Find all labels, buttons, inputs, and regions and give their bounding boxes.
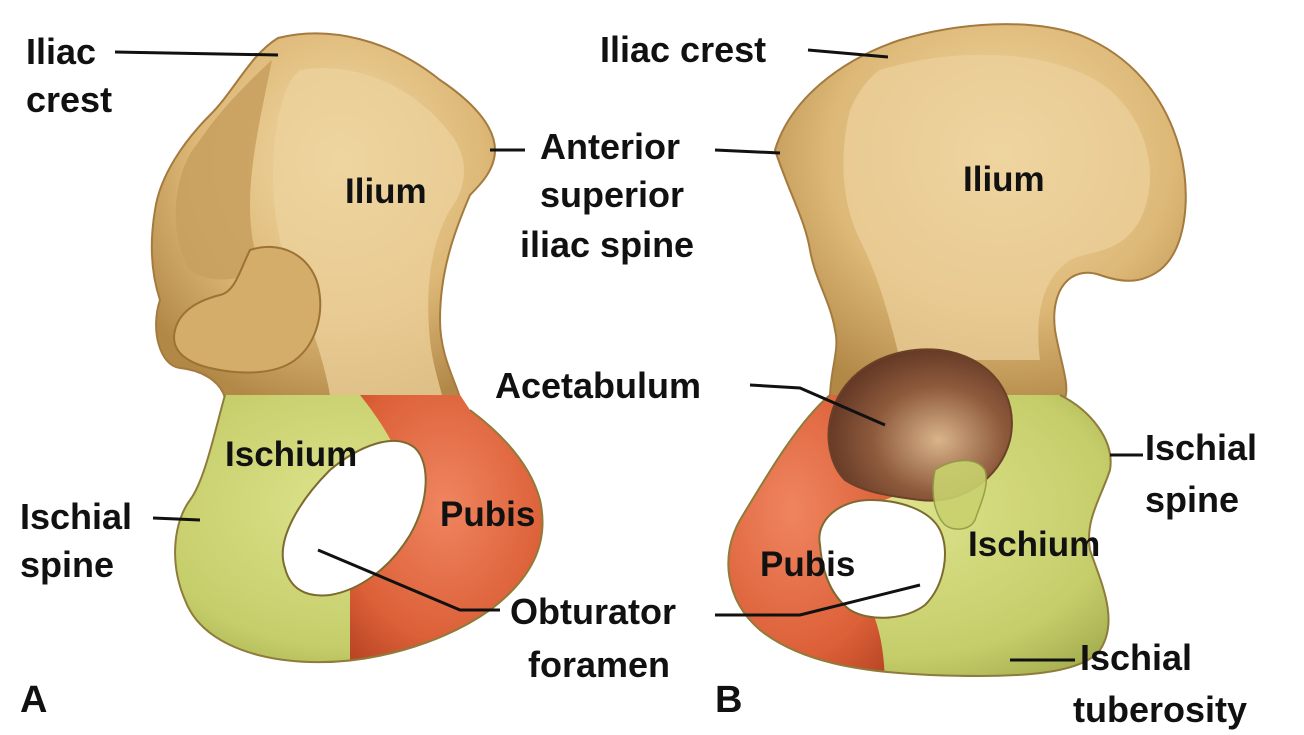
leader-a-ischial-spine [153, 518, 200, 520]
label-a-pubis: Pubis [440, 495, 535, 535]
label-obturator-line1: Obturator [510, 592, 676, 632]
label-a-iliac-crest-line1: Iliac [26, 32, 96, 72]
label-asis-line1: Anterior [540, 127, 680, 167]
label-a-ischial-spine-line2: spine [20, 545, 114, 585]
label-b-ischial-tuberosity-line1: Ischial [1080, 638, 1192, 678]
label-a-ilium: Ilium [345, 172, 427, 212]
label-b-ischial-spine-line2: spine [1145, 480, 1239, 520]
label-b-ischium: Ischium [968, 525, 1100, 565]
label-b-ilium: Ilium [963, 160, 1045, 200]
label-b-ischial-spine-line1: Ischial [1145, 428, 1257, 468]
label-a-ischial-spine-line1: Ischial [20, 497, 132, 537]
label-b-pubis: Pubis [760, 545, 855, 585]
label-b-acetabulum: Acetabulum [495, 366, 701, 406]
label-asis-line2: superior [540, 175, 684, 215]
label-b-iliac-crest: Iliac crest [600, 30, 766, 70]
panel-b-ilium-fossa [843, 55, 1150, 360]
panel-letter-a: A [20, 680, 47, 720]
panel-a-bone [152, 33, 580, 680]
panel-b-bone [700, 24, 1186, 690]
label-asis-line3: iliac spine [520, 225, 694, 265]
leader-b-asis [715, 150, 780, 153]
label-a-ischium: Ischium [225, 435, 357, 475]
label-obturator-line2: foramen [528, 645, 670, 685]
label-b-ischial-tuberosity-line2: tuberosity [1073, 690, 1247, 730]
label-a-iliac-crest-line2: crest [26, 80, 112, 120]
panel-letter-b: B [715, 680, 742, 720]
leader-a-iliac-crest [115, 52, 278, 55]
